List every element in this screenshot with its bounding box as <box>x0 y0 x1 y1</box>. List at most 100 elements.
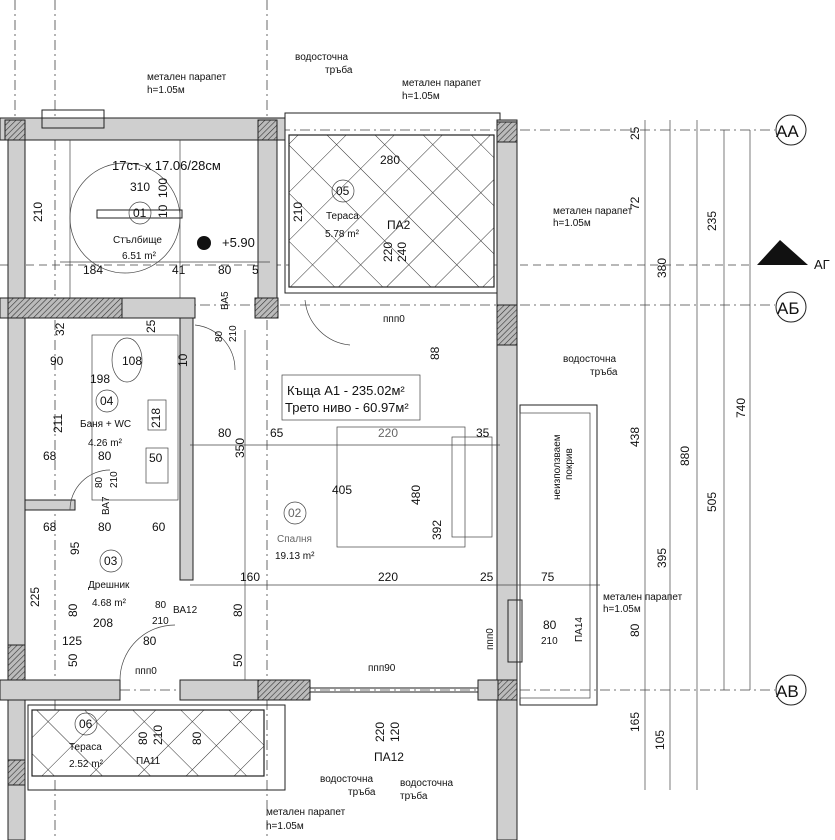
drain-note: тръба <box>348 786 376 798</box>
dimension-label: 80 <box>143 634 157 648</box>
axis-av-marker <box>775 674 807 706</box>
sill-note: ппп0 <box>383 314 405 325</box>
axis-label: АБ <box>777 299 800 318</box>
dimension-label: 80 <box>98 520 112 534</box>
dimension-label: 80 <box>136 731 150 745</box>
stairs-spec: 17ст. x 17.06/28см <box>112 158 221 173</box>
dimension-label: 210 <box>109 471 120 488</box>
dimension-label: 220 <box>378 570 398 584</box>
opening-tag: ПА11 <box>136 756 161 767</box>
opening-tag: ВА5 <box>220 291 231 310</box>
dimension-label: 25 <box>480 570 494 584</box>
drain-note: тръба <box>325 64 353 76</box>
dimension-label: 310 <box>130 180 150 194</box>
walls <box>0 109 523 840</box>
dimension-label: 25 <box>628 126 642 140</box>
parapet-note: h=1.05м <box>266 821 304 832</box>
unused-roof-note: неизползваем <box>552 434 563 500</box>
parapet-note: метален парапет <box>553 206 633 217</box>
section-triangle-icon <box>757 240 808 265</box>
axis-aa-marker <box>775 114 807 146</box>
dimension-label: 235 <box>705 211 719 231</box>
dimension-label: 208 <box>93 616 113 630</box>
house-area: Къща А1 - 235.02м² <box>287 383 405 398</box>
dimension-label: 392 <box>430 520 444 540</box>
dimension-label: 35 <box>476 426 490 440</box>
parapet-note: метален парапет <box>603 592 683 603</box>
dimension-label: 80 <box>66 603 80 617</box>
opening-tag: ВА7 <box>101 496 112 515</box>
dimension-label: 405 <box>332 483 352 497</box>
dimension-label: 5 <box>252 263 259 277</box>
dimension-label: 165 <box>628 712 642 732</box>
dimension-label: 80 <box>543 618 557 632</box>
room-name: Баня + WC <box>80 419 131 430</box>
dimension-label: 88 <box>428 346 442 360</box>
dimension-label: 211 <box>51 414 65 433</box>
opening-tag: ПА12 <box>374 750 404 764</box>
dimension-label: 50 <box>149 451 163 465</box>
unused-roof-note: покрив <box>564 448 575 480</box>
dimension-label: 80 <box>190 731 204 745</box>
room-number: 01 <box>133 206 147 220</box>
dimension-label: 880 <box>678 446 692 466</box>
room-name: Спалня <box>277 534 312 545</box>
dimension-label: 350 <box>233 438 247 458</box>
axis-label: АВ <box>776 682 799 701</box>
dimension-label: 220 <box>378 426 398 440</box>
dimension-label: 210 <box>291 202 305 222</box>
dimension-label: 68 <box>43 449 57 463</box>
dimension-label: 80 <box>231 603 245 617</box>
dimension-label: 380 <box>655 258 669 278</box>
drain-note: водосточна <box>320 774 373 785</box>
drain-note: тръба <box>400 790 428 802</box>
dimension-label: 72 <box>628 196 642 210</box>
sill-note: ппп90 <box>368 663 396 674</box>
dimension-label: 10 <box>176 353 190 367</box>
dimension-label: 65 <box>270 426 284 440</box>
room-area: 6.51 m² <box>122 251 157 262</box>
dimension-label: 225 <box>28 587 42 607</box>
axis-markers <box>74 114 808 736</box>
dimension-label: 120 <box>388 722 402 742</box>
room-number: 05 <box>336 184 350 198</box>
drain-note: водосточна <box>295 52 348 63</box>
room-number: 04 <box>100 394 114 408</box>
dimension-label: 220 <box>373 722 387 742</box>
parapet-note: h=1.05м <box>603 604 641 615</box>
dimension-label: 32 <box>53 322 67 336</box>
terrace-06-tiles <box>31 709 265 777</box>
axis-label: АА <box>776 122 799 141</box>
level-area: Трето ниво - 60.97м² <box>285 400 409 415</box>
parapet-note: метален парапет <box>402 78 482 89</box>
dimension-label: 50 <box>66 653 80 667</box>
dimension-label: 80 <box>214 330 225 342</box>
dimension-label: 75 <box>541 570 555 584</box>
dimension-label: 80 <box>98 449 112 463</box>
dimension-label: 280 <box>380 153 400 167</box>
room-area: 4.68 m² <box>92 598 127 609</box>
parapet-note: метален парапет <box>147 72 227 83</box>
room-name: Тераса <box>69 742 102 753</box>
dimension-label: 25 <box>144 319 158 333</box>
dimension-label: 80 <box>218 263 232 277</box>
terraces <box>27 112 598 791</box>
dimension-label: 210 <box>228 325 239 342</box>
parapet-note: h=1.05м <box>553 218 591 229</box>
room-area: 2.52 m² <box>69 759 104 770</box>
dimension-label: 60 <box>152 520 166 534</box>
parapet-note: h=1.05м <box>147 85 185 96</box>
room-area: 5.78 m² <box>325 229 360 240</box>
parapet-note: h=1.05м <box>402 91 440 102</box>
room-name: Дрешник <box>88 580 130 591</box>
opening-tag: ПА14 <box>574 617 585 642</box>
sill-note: ппп0 <box>485 628 496 650</box>
dimension-label: 184 <box>83 263 103 277</box>
dimension-label: 160 <box>240 570 260 584</box>
dimension-label: 80 <box>218 426 232 440</box>
drain-note: водосточна <box>563 354 616 365</box>
dimension-label: 105 <box>653 730 667 750</box>
dimension-label: 218 <box>149 408 163 428</box>
dimension-label: 210 <box>31 202 45 222</box>
